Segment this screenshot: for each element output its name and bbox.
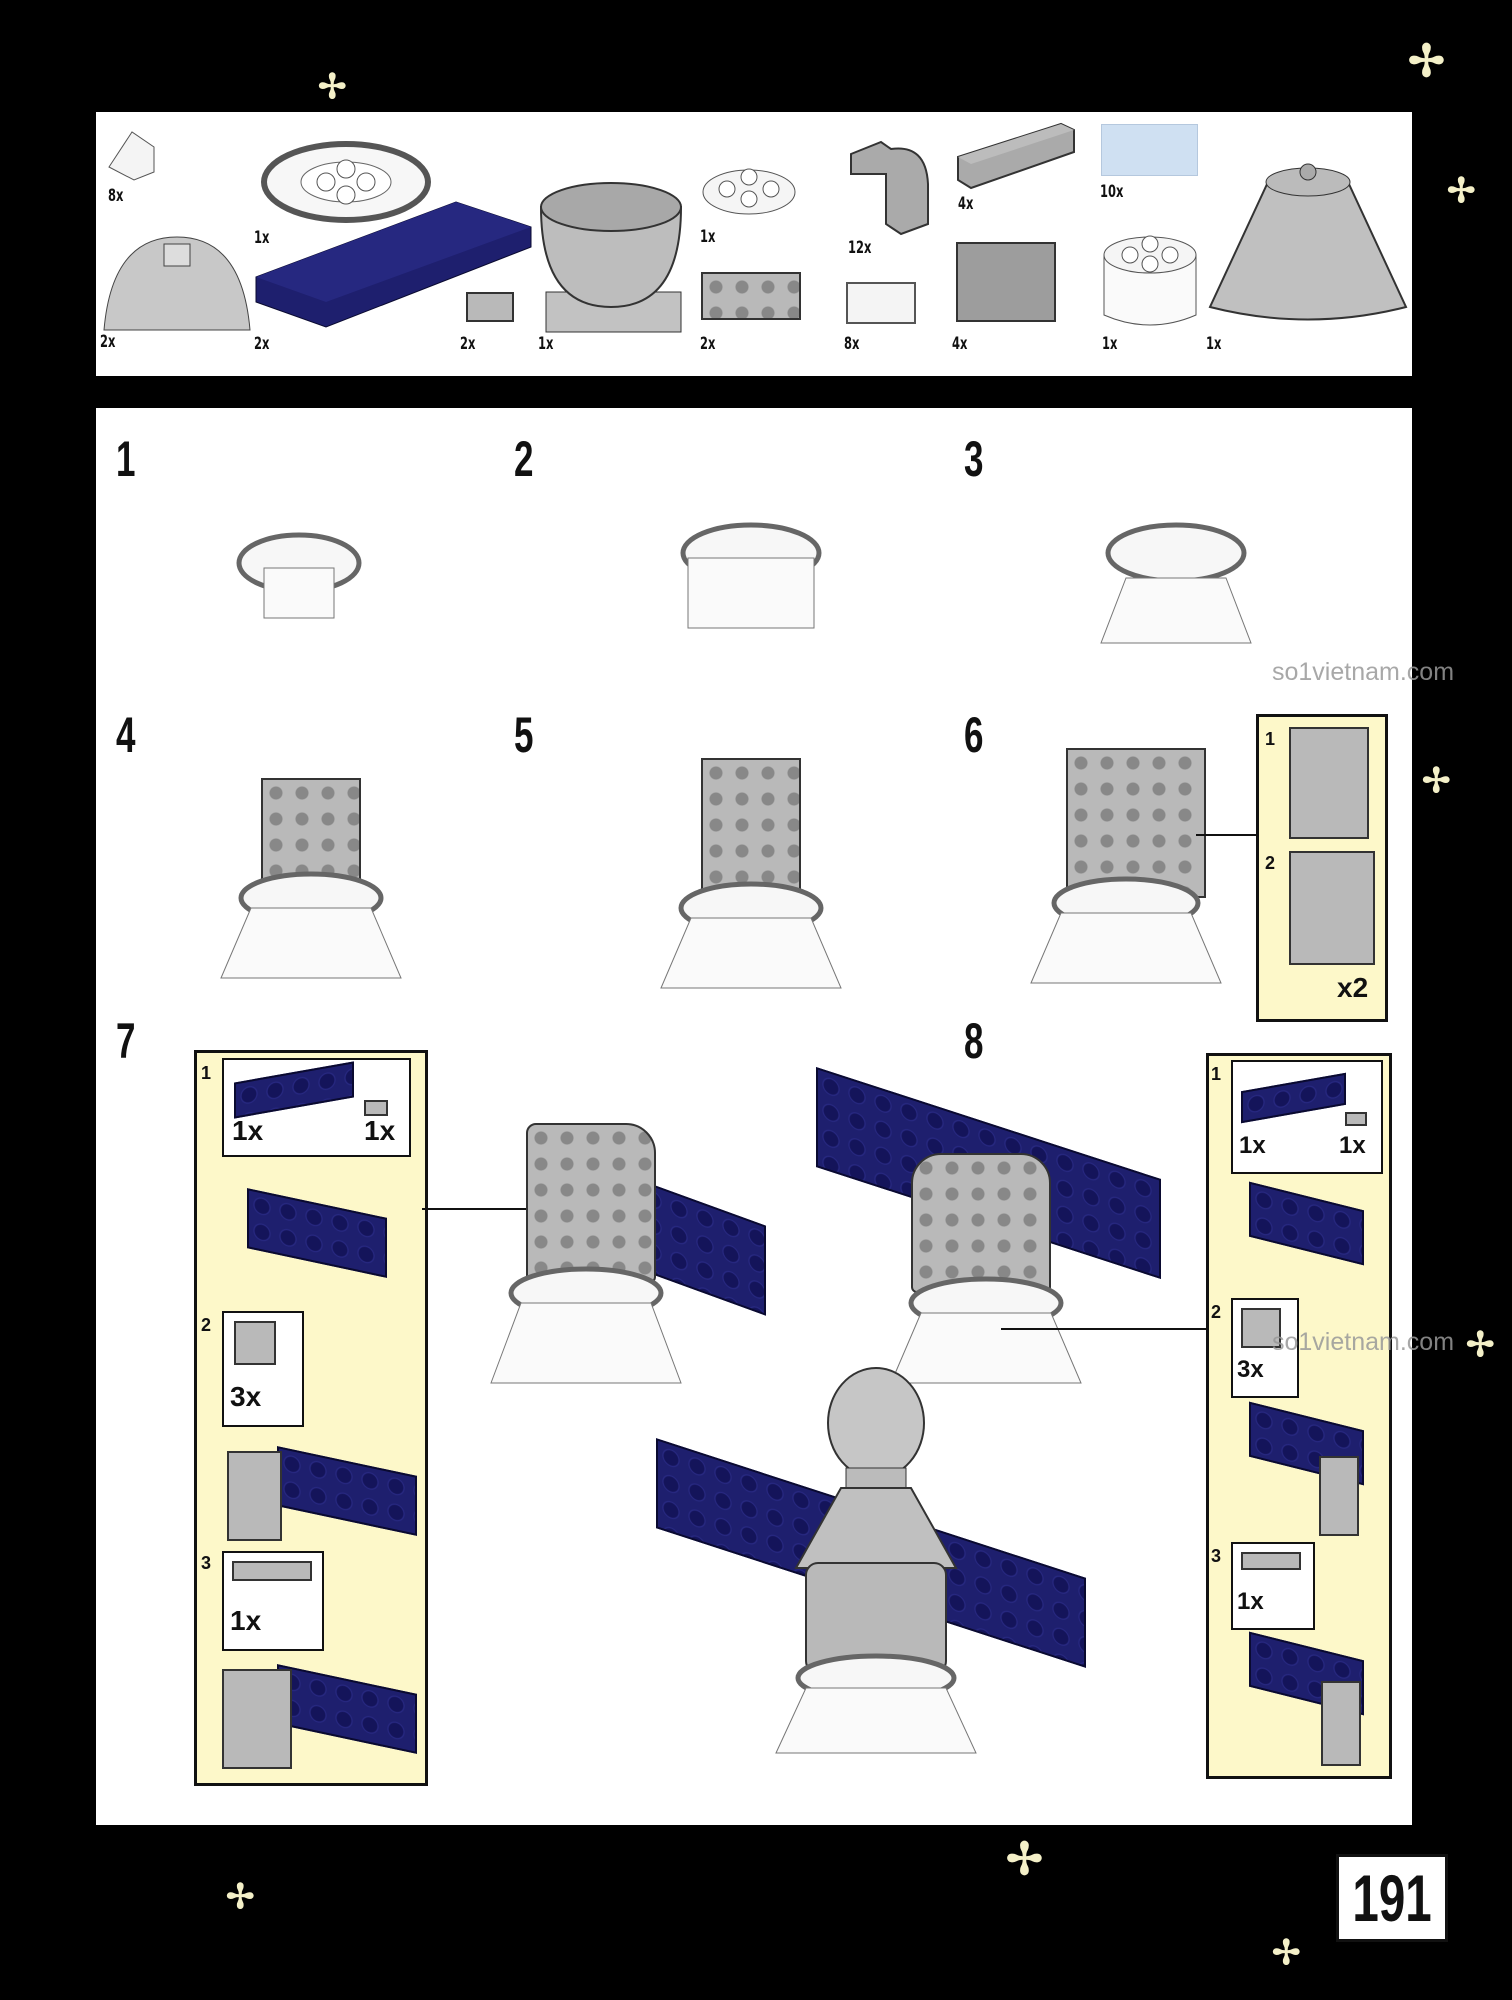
callout-connector	[1196, 834, 1258, 836]
parts-callout: 1x	[222, 1551, 324, 1651]
brick-side-studs-part	[956, 242, 1056, 322]
instructions-panel: 1 2 3 4 5 6 7 8 1 2 x2 1 1x 1x	[96, 408, 1412, 1825]
step7-model	[486, 1123, 776, 1393]
step7-callout: 1 1x 1x 2 3x 3 1x	[194, 1050, 428, 1786]
substep-number: 3	[201, 1553, 212, 1573]
part-qty: 1x	[254, 228, 270, 248]
parts-callout: 3x	[222, 1311, 304, 1427]
clip-plate-part	[846, 282, 916, 324]
tile-1x4-part	[957, 122, 1075, 190]
bowl-part	[539, 182, 683, 333]
parts-callout: 1x 1x	[222, 1058, 411, 1157]
part-qty: 8x	[108, 186, 124, 206]
step6-callout: 1 2 x2	[1256, 714, 1388, 1022]
sparkle-icon: ✢	[1447, 172, 1476, 210]
curved-slope-stack	[1289, 727, 1369, 839]
sparkle-icon: ✢	[226, 1878, 255, 1916]
page-number-box: 191	[1336, 1854, 1448, 1942]
part-qty: 1x	[230, 1605, 262, 1636]
slope-part	[108, 131, 155, 181]
parts-list-panel: 8x 1x 2x 2x 2x 1x 1x 2x 12x 8x 4x 4x 10x…	[96, 112, 1412, 376]
step3-model	[1100, 522, 1252, 644]
part-qty: 8x	[844, 334, 860, 354]
plate-2x2-part	[701, 272, 801, 320]
part-qty: 1x	[1237, 1588, 1264, 1615]
watermark: so1vietnam.com	[1272, 1328, 1455, 1356]
substep-number: 1	[1265, 729, 1276, 749]
step-number: 7	[116, 1013, 136, 1069]
sparkle-icon: ✢	[1408, 37, 1445, 86]
callout-connector	[1001, 1328, 1306, 1330]
part-qty: 1x	[1339, 1132, 1366, 1159]
part-qty: 1x	[1102, 334, 1118, 354]
subassembly	[222, 1664, 422, 1775]
callout-connector	[422, 1208, 532, 1210]
substep-number: 2	[201, 1315, 212, 1335]
step-number: 5	[514, 707, 534, 763]
sparkle-icon: ✢	[1422, 762, 1451, 800]
substep-number: 1	[1211, 1064, 1222, 1084]
part-qty: 2x	[700, 334, 716, 354]
part-qty: 1x	[1206, 334, 1222, 354]
step6-model	[1026, 738, 1226, 998]
sparkle-icon: ✢	[1272, 1934, 1301, 1972]
hose-ring-part	[261, 141, 431, 223]
sparkle-icon: ✢	[318, 68, 347, 106]
curved-slope-part	[850, 140, 929, 236]
substep-number: 3	[1211, 1546, 1222, 1566]
step-number: 6	[964, 707, 984, 763]
blue-plate-part	[255, 201, 532, 328]
part-qty: 10x	[1100, 182, 1124, 202]
subassembly	[1249, 1631, 1379, 1771]
parts-callout: 1x 1x	[1231, 1060, 1383, 1174]
part-qty: 12x	[848, 238, 872, 258]
subassembly	[227, 1446, 417, 1551]
step-number: 3	[964, 431, 984, 487]
sparkle-icon: ✢	[1466, 1326, 1495, 1364]
part-qty: 4x	[958, 194, 974, 214]
substep-number: 2	[1211, 1302, 1222, 1322]
subassembly	[1249, 1401, 1379, 1546]
blue-plate-subassembly	[1249, 1181, 1364, 1266]
blue-plate-subassembly	[247, 1188, 387, 1278]
part-qty: 1x	[232, 1115, 264, 1146]
part-qty: 1x	[1239, 1132, 1266, 1159]
sparkle-icon: ✢	[1006, 1835, 1043, 1884]
final-model	[656, 1367, 1096, 1768]
step-number: 8	[964, 1013, 984, 1069]
parts-callout: 3x	[1231, 1298, 1299, 1398]
step5-model	[656, 748, 846, 998]
cone-part	[1208, 163, 1408, 321]
step2-model	[680, 522, 822, 629]
part-qty: 2x	[460, 334, 476, 354]
step-number: 1	[116, 431, 136, 487]
watermark: so1vietnam.com	[1272, 658, 1455, 686]
substep-number: 2	[1265, 853, 1276, 873]
part-qty: 1x	[538, 334, 554, 354]
step4-model	[216, 768, 406, 988]
parts-callout: 1x	[1231, 1542, 1315, 1630]
plate-1x1-part	[466, 292, 514, 322]
part-qty: 2x	[100, 332, 116, 352]
substep-number: 1	[201, 1063, 212, 1083]
part-qty: 4x	[952, 334, 968, 354]
multiplier-label: x2	[1337, 972, 1369, 1003]
step8-callout: 1 1x 1x 2 3x 3 1x	[1206, 1053, 1392, 1779]
dome-part	[103, 236, 251, 331]
step1-model	[236, 532, 362, 619]
step8-model	[816, 1066, 1266, 1393]
curved-slope-stack	[1289, 851, 1375, 965]
step-number: 4	[116, 707, 136, 763]
part-qty: 2x	[254, 334, 270, 354]
part-qty: 3x	[1237, 1356, 1264, 1383]
round-brick-part	[1103, 235, 1197, 326]
step-number: 2	[514, 431, 534, 487]
trans-tile-part	[1101, 124, 1198, 176]
page-number: 191	[1352, 1861, 1432, 1935]
part-qty: 1x	[364, 1115, 396, 1146]
part-qty: 3x	[230, 1381, 262, 1412]
part-qty: 1x	[700, 227, 716, 247]
round-plate-part	[702, 168, 796, 215]
